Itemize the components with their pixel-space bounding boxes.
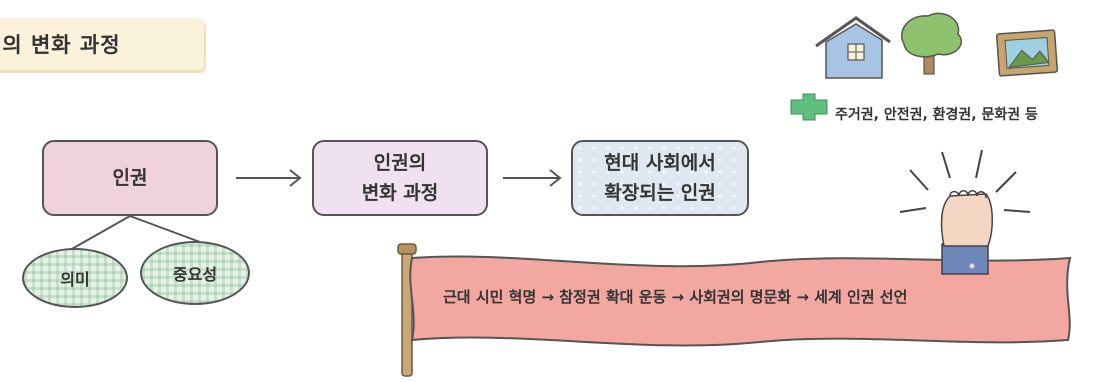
rights-change-line2: 변화 과정 (361, 182, 439, 204)
tree-connector (69, 215, 201, 251)
diagram-title: 권의 변화 과정 (0, 33, 121, 57)
banner-flag (409, 255, 1072, 347)
arrow-change-to-modern (503, 169, 562, 187)
expanded-rights-text: 주거권, 안전권, 환경권, 문화권 등 (835, 107, 1038, 123)
banner-text: 근대 시민 혁명 → 참정권 확대 운동 → 사회권의 명문화 → 세계 인권 … (443, 288, 908, 306)
plus-icon (790, 93, 828, 121)
importance-label: 중요성 (172, 265, 218, 284)
rights-box: 인권 (42, 140, 218, 216)
modern-rights-box: 현대 사회에서 확장되는 인권 (571, 140, 749, 216)
rights-change-box: 인권의 변화 과정 (312, 140, 488, 216)
meaning-label: 의미 (60, 270, 90, 289)
importance-oval: 중요성 (140, 241, 250, 305)
meaning-oval: 의미 (22, 248, 128, 308)
rights-change-line1: 인권의 (373, 152, 427, 174)
arrow-rights-to-change (236, 169, 302, 187)
raised-fist-icon (899, 149, 1031, 275)
landscape-picture-icon (995, 29, 1059, 77)
rights-box-label: 인권 (112, 167, 148, 189)
tree-icon (901, 12, 963, 75)
title-tab: 권의 변화 과정 (0, 18, 204, 70)
modern-rights-line2: 확장되는 인권 (604, 182, 716, 204)
house-icon (815, 16, 891, 79)
modern-rights-line1: 현대 사회에서 (604, 152, 716, 174)
